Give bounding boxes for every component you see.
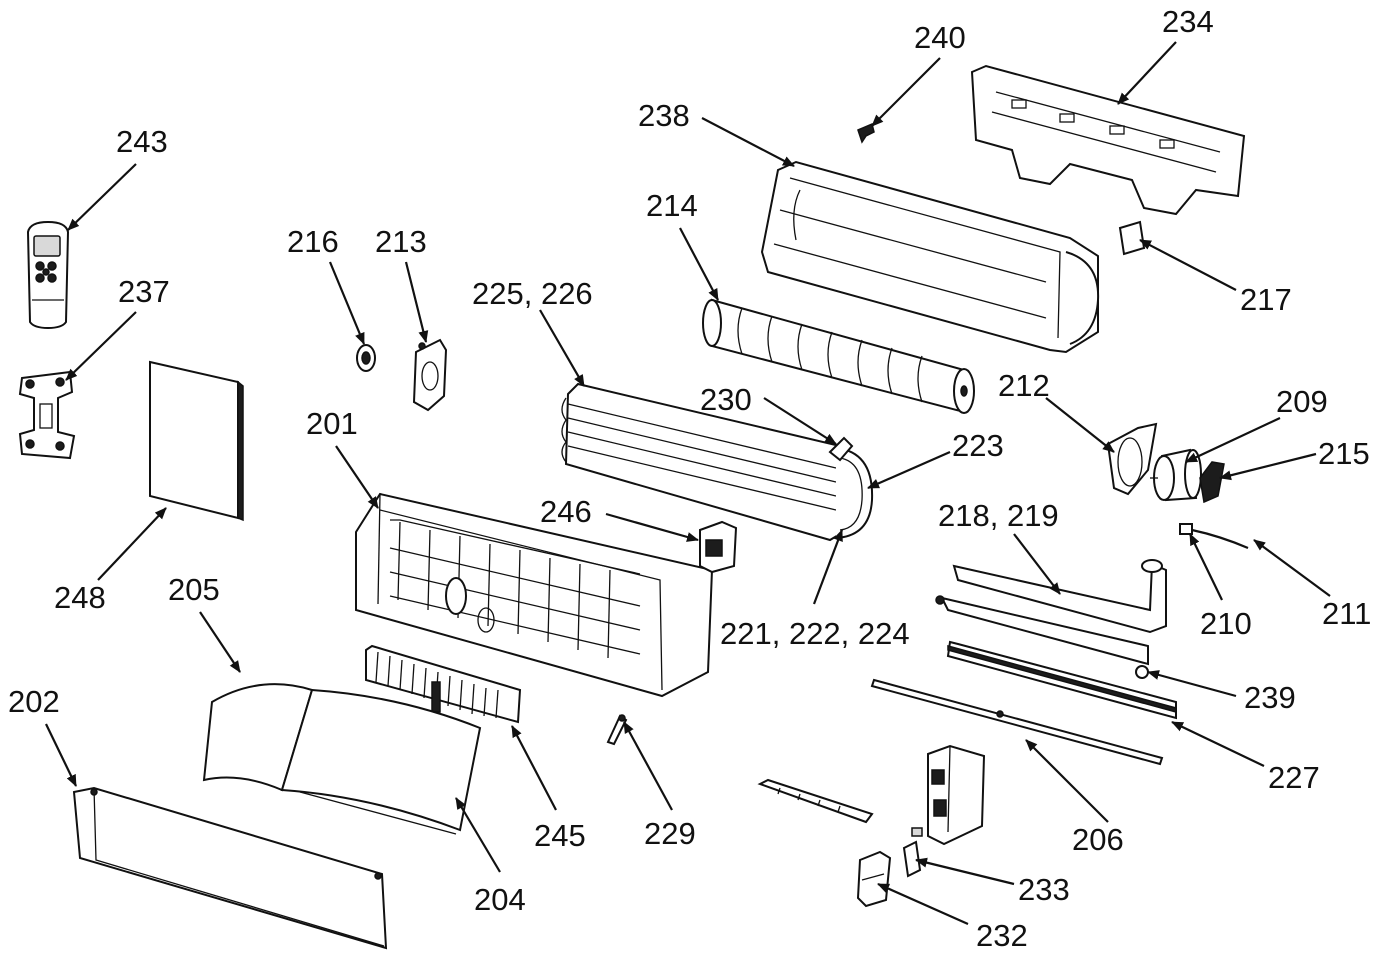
label-213: 213 bbox=[375, 224, 427, 259]
bearing-bracket bbox=[412, 338, 448, 412]
pipe-clip bbox=[828, 436, 854, 462]
screw bbox=[857, 122, 875, 144]
label-238: 238 bbox=[638, 98, 690, 133]
bearing bbox=[356, 344, 376, 372]
label-225-226: 225, 226 bbox=[472, 276, 593, 311]
main-body-frame bbox=[355, 492, 714, 698]
manual-sheet bbox=[149, 360, 244, 522]
label-245: 245 bbox=[534, 818, 586, 853]
label-227: 227 bbox=[1268, 760, 1320, 795]
sensor-clip bbox=[606, 714, 628, 746]
drain-pan bbox=[946, 640, 1177, 720]
label-206: 206 bbox=[1072, 822, 1124, 857]
cross-flow-fan bbox=[702, 298, 975, 414]
label-209: 209 bbox=[1276, 384, 1328, 419]
label-214: 214 bbox=[646, 188, 698, 223]
remote-holder bbox=[18, 370, 76, 460]
motor-bracket bbox=[1106, 422, 1158, 496]
louver-link-strip bbox=[757, 778, 874, 824]
label-202: 202 bbox=[8, 684, 60, 719]
horizontal-louver-rod bbox=[870, 678, 1164, 766]
label-233: 233 bbox=[1018, 872, 1070, 907]
insulation-pipes bbox=[935, 559, 1167, 679]
label-218-219: 218, 219 bbox=[938, 498, 1059, 533]
remote-control bbox=[26, 220, 70, 330]
label-229: 229 bbox=[644, 816, 696, 851]
label-216: 216 bbox=[287, 224, 339, 259]
sensor-wire bbox=[1179, 523, 1249, 550]
control-box bbox=[911, 744, 986, 846]
label-239: 239 bbox=[1244, 680, 1296, 715]
label-237: 237 bbox=[118, 274, 170, 309]
terminal-cover bbox=[856, 850, 892, 908]
label-223: 223 bbox=[952, 428, 1004, 463]
label-215: 215 bbox=[1318, 436, 1370, 471]
louver-assembly bbox=[365, 644, 522, 724]
label-204: 204 bbox=[474, 882, 526, 917]
label-243: 243 bbox=[116, 124, 168, 159]
label-210: 210 bbox=[1200, 606, 1252, 641]
label-248: 248 bbox=[54, 580, 106, 615]
label-211: 211 bbox=[1322, 596, 1371, 631]
label-212: 212 bbox=[998, 368, 1050, 403]
mounting-plate bbox=[970, 64, 1246, 216]
label-221-222-224: 221, 222, 224 bbox=[720, 616, 910, 651]
label-205: 205 bbox=[168, 572, 220, 607]
small-bracket bbox=[1118, 220, 1146, 256]
intake-grille-right bbox=[280, 688, 482, 835]
label-201: 201 bbox=[306, 406, 358, 441]
control-cover bbox=[902, 840, 922, 878]
front-panel bbox=[72, 786, 388, 950]
label-234: 234 bbox=[1162, 4, 1214, 39]
motor-cover bbox=[1199, 461, 1225, 504]
rear-case bbox=[760, 160, 1100, 354]
leader-lines bbox=[45, 41, 1331, 926]
label-230: 230 bbox=[700, 382, 752, 417]
part-labels: 243 237 248 216 213 201 205 202 204 245 … bbox=[8, 4, 1371, 953]
label-240: 240 bbox=[914, 20, 966, 55]
terminal-block bbox=[699, 520, 738, 574]
label-246: 246 bbox=[540, 494, 592, 529]
label-232: 232 bbox=[976, 918, 1028, 953]
label-217: 217 bbox=[1240, 282, 1292, 317]
